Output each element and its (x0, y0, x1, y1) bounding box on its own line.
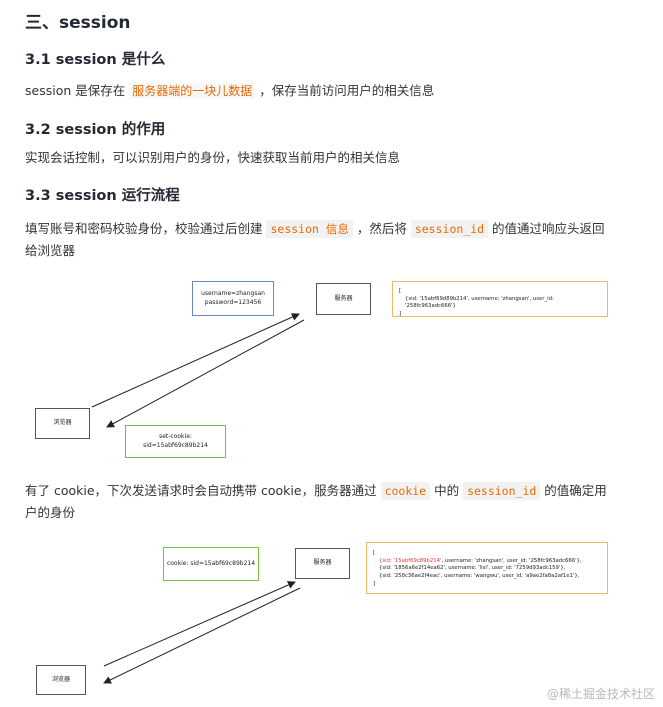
text: [ (373, 550, 376, 556)
arrow-request-1 (91, 313, 300, 408)
paragraph-what-is-session: session 是保存在 服务器端的一块儿数据 ，保存当前访问用户的相关信息 (25, 80, 434, 102)
text: , username: 'wangwu', user_id: 'a9ae2fa8… (440, 573, 580, 580)
paragraph-session-purpose: 实现会话控制，可以识别用户的身份，快速获取当前用户的相关信息 (25, 150, 401, 165)
text: 的值通过响应头返回 (488, 221, 605, 236)
section-title: 三、session (25, 13, 131, 33)
arrow-response-2 (103, 587, 301, 684)
browser-box-2: 浏览器 (36, 665, 86, 695)
text: 中的 (430, 483, 464, 498)
watermark: @稀土掘金技术社区 (546, 687, 655, 701)
browser-box: 浏览器 (35, 408, 90, 439)
heading-session-purpose: 3.2 session 的作用 (25, 122, 166, 138)
set-cookie-box: set-cookie: sid=15abf69c89b214 (125, 425, 226, 458)
session-row-1: {sid: '15abf69c89b214', username: 'zhang… (373, 558, 582, 566)
text: , username: 'lisi', user_id: '7259d93adc… (444, 565, 566, 572)
server-box-2: 服务器 (295, 548, 350, 579)
cookie-request-box: cookie: sid=15abf69c89b214 (163, 547, 259, 581)
text: ] (373, 580, 376, 587)
text: , username: 'zhangsan', user_id: '258fc9… (441, 557, 582, 564)
text: 的值确定用 (540, 483, 607, 498)
text: password=123456 (204, 298, 262, 306)
code-session-id: session_id (463, 482, 541, 500)
heading-session-flow: 3.3 session 运行流程 (25, 188, 180, 204)
text: {sid: '15abf69d89b214', username: 'zhang… (405, 295, 554, 310)
code-cookie: cookie (380, 482, 431, 500)
text: {sid: '258c36ae2f4eac' (379, 573, 441, 580)
text: ，然后将 (352, 221, 411, 236)
text: ] (399, 311, 402, 318)
text: 填写账号和密码校验身份，校验通过后创建 (25, 221, 267, 236)
paragraph-session-flow: 填写账号和密码校验身份，校验通过后创建 session 信息 ，然后将 sess… (25, 218, 635, 262)
paragraph-cookie-flow: 有了 cookie，下次发送请求时会自动携带 cookie，服务器通过 cook… (25, 480, 635, 524)
code-session-id: session_id (410, 220, 489, 238)
text: {sid: '1856a6e2f14ea62' (379, 565, 445, 572)
highlight-server-data: 服务器端的一块儿数据 (129, 83, 256, 99)
arrow-response-1 (106, 319, 305, 428)
text: 户的身份 (25, 505, 76, 520)
text: [ (399, 288, 402, 294)
server-box: 服务器 (316, 283, 371, 315)
arrow-request-2 (103, 581, 296, 667)
text: username=zhangsan (201, 290, 265, 298)
text: ，保存当前访问用户的相关信息 (255, 83, 435, 98)
matched-sid: {sid: '15abf69c89b214' (379, 557, 442, 564)
session-row-2: {sid: '1856a6e2f14ea62', username: 'lisi… (373, 565, 582, 573)
text: 有了 cookie，下次发送请求时会自动携带 cookie，服务器通过 (25, 483, 381, 498)
heading-what-is-session: 3.1 session 是什么 (25, 52, 166, 68)
text: 给浏览器 (25, 243, 76, 258)
text: session 是保存在 (25, 83, 130, 98)
session-store-box-2: [ {sid: '15abf69c89b214', username: 'zha… (366, 542, 608, 594)
session-row-3: {sid: '258c36ae2f4eac', username: 'wangw… (373, 573, 582, 581)
code-session-info: session 信息 (266, 220, 353, 238)
session-store-box: [ {sid: '15abf69d89b214', username: 'zha… (392, 281, 608, 317)
